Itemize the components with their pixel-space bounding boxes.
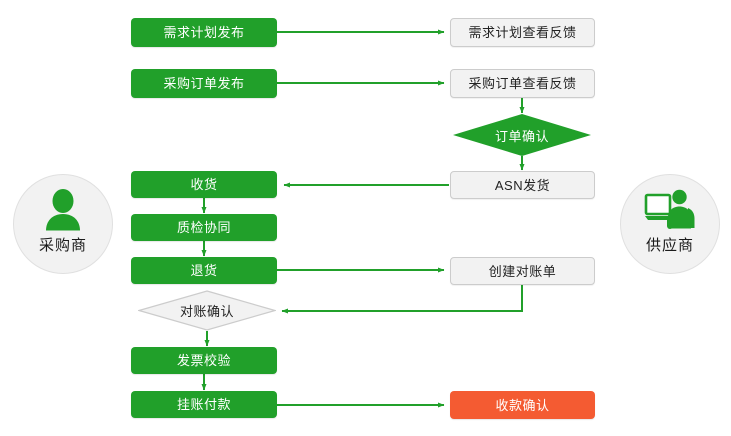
person-avatar-icon bbox=[46, 189, 80, 231]
node-payment-posting[interactable]: 挂账付款 bbox=[131, 391, 277, 418]
node-order-confirm[interactable]: 订单确认 bbox=[453, 114, 591, 156]
node-invoice-verify-label: 发票校验 bbox=[176, 353, 231, 368]
statement-confirm-shape bbox=[136, 290, 278, 331]
node-payment-posting-label: 挂账付款 bbox=[176, 397, 231, 412]
node-payment-confirm-label: 收款确认 bbox=[495, 397, 550, 413]
edge-create-statement-to-statement-confirm bbox=[281, 284, 523, 314]
node-po-publish-label: 采购订单发布 bbox=[163, 76, 245, 91]
node-return-goods[interactable]: 退货 bbox=[131, 257, 277, 284]
node-demand-plan-publish-label: 需求计划发布 bbox=[163, 25, 245, 40]
order-confirm-shape bbox=[453, 114, 591, 156]
node-invoice-verify[interactable]: 发票校验 bbox=[131, 347, 277, 374]
actor-buyer-label: 采购商 bbox=[38, 237, 87, 254]
node-demand-plan-publish[interactable]: 需求计划发布 bbox=[131, 18, 277, 47]
actor-supplier[interactable]: 供应商 bbox=[620, 174, 720, 274]
node-receive-goods-label: 收货 bbox=[190, 177, 218, 192]
node-create-statement-label: 创建对账单 bbox=[488, 263, 557, 279]
node-asn-shipment[interactable]: ASN发货 bbox=[450, 171, 595, 199]
node-return-goods-label: 退货 bbox=[190, 263, 218, 278]
node-receive-goods[interactable]: 收货 bbox=[131, 171, 277, 198]
node-po-publish[interactable]: 采购订单发布 bbox=[131, 69, 277, 98]
node-demand-plan-feedback[interactable]: 需求计划查看反馈 bbox=[450, 18, 595, 47]
node-create-statement[interactable]: 创建对账单 bbox=[450, 257, 595, 285]
person-at-computer-icon bbox=[644, 189, 695, 229]
node-payment-confirm[interactable]: 收款确认 bbox=[450, 391, 595, 419]
node-quality-collab[interactable]: 质检协同 bbox=[131, 214, 277, 241]
node-po-feedback[interactable]: 采购订单查看反馈 bbox=[450, 69, 595, 98]
node-statement-confirm[interactable]: 对账确认 bbox=[136, 290, 278, 331]
node-demand-plan-feedback-label: 需求计划查看反馈 bbox=[468, 25, 577, 40]
node-po-feedback-label: 采购订单查看反馈 bbox=[468, 76, 577, 91]
node-asn-shipment-label: ASN发货 bbox=[494, 177, 551, 193]
actor-supplier-label: 供应商 bbox=[645, 237, 694, 254]
node-quality-collab-label: 质检协同 bbox=[176, 220, 231, 235]
actor-buyer[interactable]: 采购商 bbox=[13, 174, 113, 274]
